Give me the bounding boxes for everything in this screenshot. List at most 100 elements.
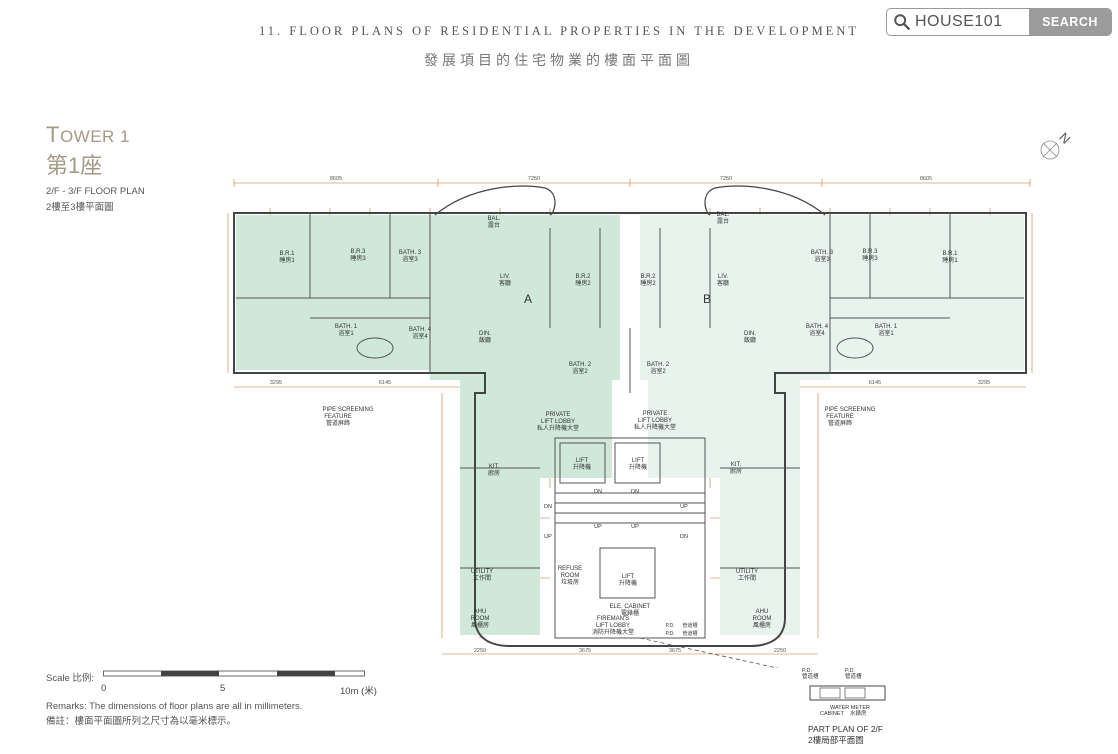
svg-text:水錶房: 水錶房 — [850, 709, 867, 717]
tower-title-zh: 第1座 — [46, 153, 103, 178]
svg-text:B.R.2: B.R.2 — [575, 274, 591, 280]
unit-a-fill — [236, 215, 620, 635]
room-labels: A B LIV. 客廳 LIV. 客廳 DIN. 飯廳 DIN. 飯廳 BAL.… — [279, 212, 958, 637]
svg-text:浴室2: 浴室2 — [650, 367, 666, 375]
floor-plan-drawing: 8605 7250 7250 8605 3295 6145 1425 1425 … — [227, 176, 1033, 668]
svg-text:BATH. 2: BATH. 2 — [647, 362, 670, 368]
svg-text:浴室3: 浴室3 — [402, 255, 418, 263]
svg-text:P.D.: P.D. — [665, 631, 674, 637]
scale-tick-10: 10m (米) — [340, 686, 377, 697]
svg-text:消防升降機大堂: 消防升降機大堂 — [592, 628, 634, 636]
svg-text:AHU: AHU — [474, 609, 487, 615]
search-field[interactable]: HOUSE101 — [887, 9, 1029, 35]
svg-text:LIFT: LIFT — [576, 458, 589, 464]
svg-text:管道槽: 管道槽 — [682, 622, 697, 629]
svg-text:B.R.1: B.R.1 — [279, 251, 295, 257]
north-arrow-icon: N — [1040, 130, 1073, 160]
svg-text:PRIVATE: PRIVATE — [643, 411, 668, 417]
svg-text:浴室1: 浴室1 — [338, 329, 354, 337]
svg-text:LIFT LOBBY: LIFT LOBBY — [596, 623, 630, 629]
svg-text:BATH. 3: BATH. 3 — [811, 250, 834, 256]
tower-title: TOWER 1 — [46, 122, 131, 147]
svg-text:UP: UP — [631, 524, 639, 530]
svg-text:管道屏飾: 管道屏飾 — [828, 419, 852, 427]
svg-text:FIREMAN'S: FIREMAN'S — [597, 616, 629, 622]
svg-text:風櫃房: 風櫃房 — [753, 621, 771, 629]
part-plan-title: PART PLAN OF 2/F — [808, 724, 884, 734]
scale-tick-0: 0 — [101, 683, 107, 694]
svg-text:管道槽: 管道槽 — [682, 630, 697, 637]
svg-text:FEATURE: FEATURE — [826, 414, 854, 420]
search-input[interactable]: HOUSE101 — [915, 13, 1003, 30]
svg-text:管道槽: 管道槽 — [802, 672, 819, 680]
svg-text:BATH. 2: BATH. 2 — [569, 362, 592, 368]
svg-text:BATH. 1: BATH. 1 — [335, 324, 358, 330]
svg-text:升降機: 升降機 — [629, 463, 647, 471]
part-plan-title-zh: 2樓局部平面圖 — [808, 735, 864, 745]
svg-text:睡房2: 睡房2 — [640, 279, 656, 287]
svg-text:睡房2: 睡房2 — [575, 279, 591, 287]
svg-text:工作間: 工作間 — [738, 574, 756, 582]
svg-text:UTILITY: UTILITY — [736, 569, 758, 575]
svg-text:BAL.: BAL. — [716, 212, 729, 218]
svg-text:睡房3: 睡房3 — [862, 254, 878, 262]
floor-plan-label: 2/F - 3/F FLOOR PLAN — [46, 186, 145, 197]
svg-text:DN: DN — [544, 504, 552, 510]
svg-text:REFUSE: REFUSE — [558, 566, 582, 572]
remarks: Remarks: The dimensions of floor plans a… — [46, 701, 303, 712]
svg-text:BATH. 3: BATH. 3 — [399, 250, 422, 256]
svg-text:LIFT: LIFT — [632, 458, 645, 464]
svg-text:P.D.: P.D. — [665, 623, 674, 629]
floor-plan-label-zh: 2樓至3樓平面圖 — [46, 202, 114, 213]
svg-text:垃圾房: 垃圾房 — [561, 578, 579, 586]
svg-text:UTILITY: UTILITY — [471, 569, 493, 575]
svg-text:BATH. 1: BATH. 1 — [875, 324, 898, 330]
svg-text:UP: UP — [680, 504, 688, 510]
part-plan-icon: P.D. 管道槽 P.D. 管道槽 WATER METER CABINET 水錶… — [802, 668, 886, 717]
svg-text:8605: 8605 — [330, 176, 342, 182]
svg-text:P.D.: P.D. — [845, 668, 855, 674]
svg-text:浴室2: 浴室2 — [572, 367, 588, 375]
svg-text:飯廳: 飯廳 — [744, 336, 756, 344]
svg-text:DN: DN — [680, 534, 688, 540]
page-title-zh: 發展項目的住宅物業的樓面平面圖 — [424, 52, 694, 68]
search-box[interactable]: HOUSE101 SEARCH — [886, 8, 1112, 36]
svg-text:BATH. 4: BATH. 4 — [409, 327, 432, 333]
svg-text:ELE. CABINET: ELE. CABINET — [610, 604, 651, 610]
svg-text:UP: UP — [594, 524, 602, 530]
svg-text:浴室4: 浴室4 — [412, 332, 428, 340]
svg-text:BATH. 4: BATH. 4 — [806, 324, 829, 330]
svg-text:KIT.: KIT. — [489, 464, 500, 470]
part-plan-labels: P.D. 管道槽 P.D. 管道槽 WATER METER CABINET 水錶… — [790, 664, 900, 722]
svg-text:電錶櫃: 電錶櫃 — [621, 609, 639, 617]
compass-letter: N — [1056, 130, 1073, 147]
svg-text:私人升降機大堂: 私人升降機大堂 — [537, 424, 579, 432]
svg-text:LIFT LOBBY: LIFT LOBBY — [638, 418, 672, 424]
svg-text:FEATURE: FEATURE — [324, 414, 352, 420]
svg-text:PRIVATE: PRIVATE — [546, 412, 571, 418]
inner-walls — [236, 213, 1024, 639]
svg-text:DN: DN — [594, 489, 602, 495]
svg-text:ROOM: ROOM — [471, 616, 490, 622]
search-button[interactable]: SEARCH — [1029, 9, 1111, 35]
svg-text:睡房1: 睡房1 — [279, 256, 295, 264]
svg-text:AHU: AHU — [756, 609, 769, 615]
page-title: 11. FLOOR PLANS OF RESIDENTIAL PROPERTIE… — [259, 24, 859, 38]
bathtubs — [356, 337, 874, 359]
svg-text:UP: UP — [544, 534, 552, 540]
scale-tick-5: 5 — [220, 683, 226, 694]
svg-text:睡房1: 睡房1 — [942, 256, 958, 264]
svg-text:私人升降機大堂: 私人升降機大堂 — [634, 423, 676, 431]
svg-text:客廳: 客廳 — [717, 279, 729, 287]
svg-text:LIV.: LIV. — [500, 274, 510, 280]
svg-text:6145: 6145 — [379, 380, 391, 386]
svg-text:2250: 2250 — [474, 648, 486, 654]
svg-text:客廳: 客廳 — [499, 279, 511, 287]
svg-text:7250: 7250 — [528, 176, 540, 182]
svg-text:B.R.1: B.R.1 — [942, 251, 958, 257]
unit-b-fill — [640, 215, 1024, 635]
svg-text:3295: 3295 — [270, 380, 282, 386]
svg-text:A: A — [524, 292, 532, 306]
part-plan-drawing — [639, 637, 780, 668]
svg-text:DIN.: DIN. — [479, 331, 491, 337]
